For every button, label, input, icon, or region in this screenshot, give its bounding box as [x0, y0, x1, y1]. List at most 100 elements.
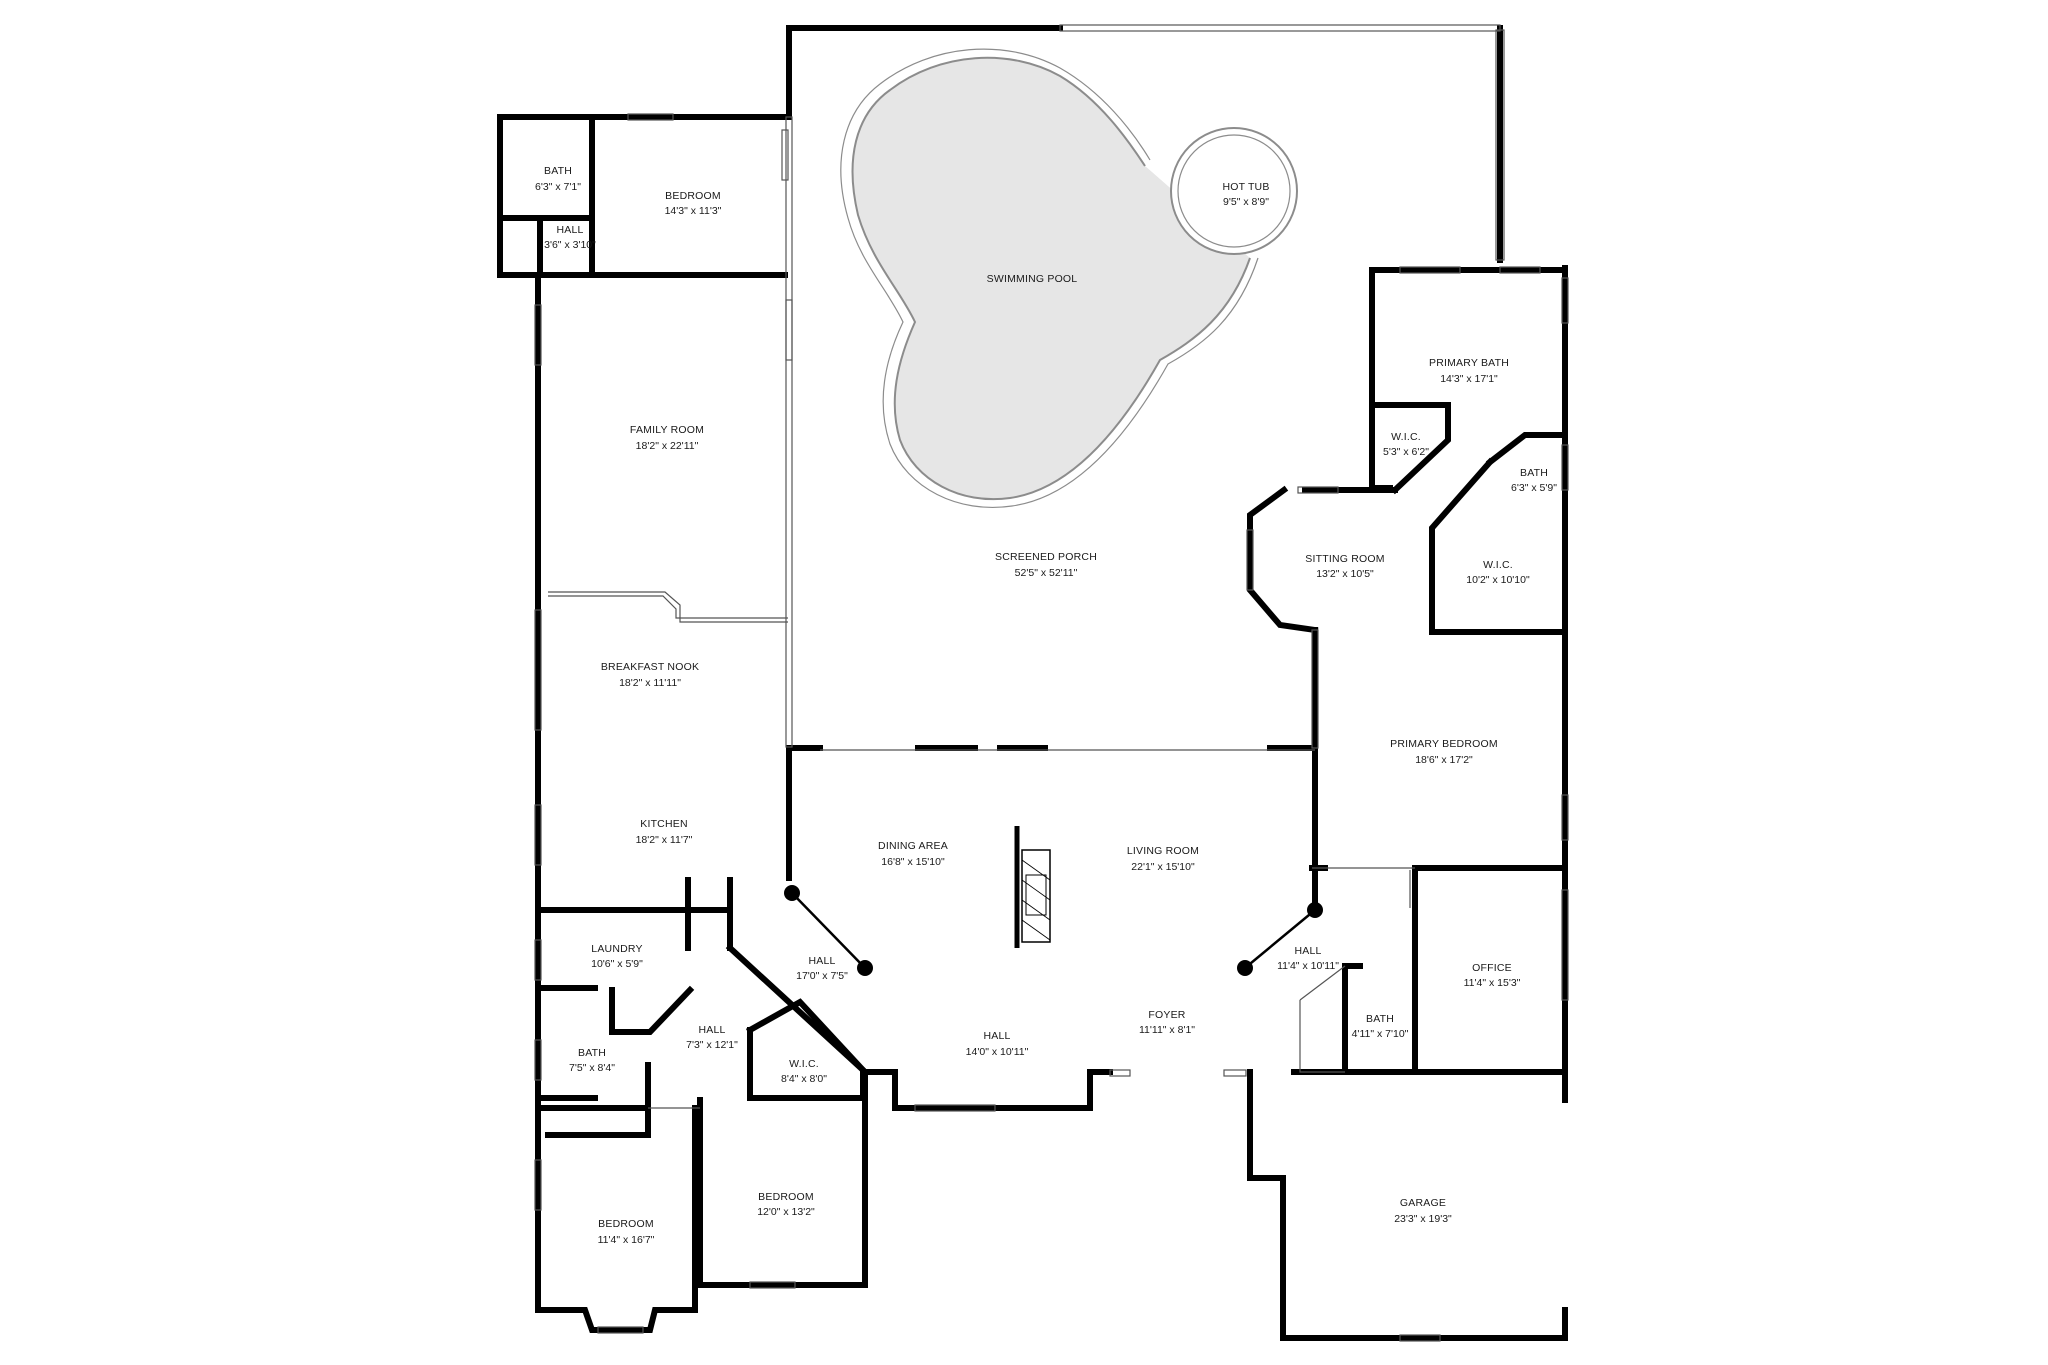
label-wic-w: W.I.C.8'4" x 8'0" [781, 1058, 827, 1085]
svg-text:5'3" x 6'2": 5'3" x 6'2" [1383, 446, 1429, 458]
svg-text:14'3" x 11'3": 14'3" x 11'3" [665, 205, 722, 217]
window-bedroom-sw [534, 1159, 542, 1211]
svg-text:17'0" x 7'5": 17'0" x 7'5" [796, 970, 848, 982]
svg-text:11'11" x 8'1": 11'11" x 8'1" [1139, 1024, 1195, 1036]
label-kitchen: KITCHEN 18'2" x 11'7" [636, 818, 693, 846]
bath-e-thin [1299, 1000, 1345, 1073]
window-primary-bath-top [1399, 266, 1461, 274]
column-4 [1307, 902, 1323, 918]
window-bath-w [534, 1039, 542, 1081]
label-hall-center: HALL 14'0" x 10'11" [966, 1030, 1029, 1058]
svg-text:11'4" x 16'7": 11'4" x 16'7" [598, 1234, 655, 1246]
window-kitchen [534, 804, 542, 866]
svg-text:BATH: BATH [1520, 467, 1548, 479]
wall-bedroom-s [697, 1069, 868, 1288]
svg-text:HOT TUB: HOT TUB [1222, 181, 1269, 193]
label-living-room: LIVING ROOM 22'1" x 15'10" [1127, 845, 1199, 873]
fireplace [1014, 826, 1051, 948]
swimming-pool-shape [851, 56, 1251, 501]
svg-text:BATH: BATH [578, 1047, 606, 1059]
porch-screen-top [1059, 24, 1501, 32]
label-bedroom-s: BEDROOM 12'0" x 13'2" [757, 1191, 815, 1218]
window-family-room-porch [785, 299, 793, 361]
svg-text:HALL: HALL [698, 1024, 725, 1036]
svg-text:4'11" x 7'10": 4'11" x 7'10" [1352, 1028, 1409, 1040]
wall-bedroom-sw-bottom [535, 1105, 698, 1333]
column-1 [784, 885, 800, 901]
wall-garage-west [1247, 1069, 1568, 1341]
window-nw-bedroom-right [781, 129, 789, 181]
wall-wic-w-outer [725, 943, 868, 1075]
svg-text:PRIMARY BATH: PRIMARY BATH [1429, 357, 1509, 369]
window-bath-primary [1561, 444, 1569, 491]
svg-text:7'5" x 8'4": 7'5" x 8'4" [569, 1062, 615, 1074]
label-swimming-pool: SWIMMING POOL [987, 273, 1077, 285]
svg-text:11'4" x 15'3": 11'4" x 15'3" [1464, 977, 1521, 989]
breakfast-nook-counter [548, 591, 788, 623]
label-hall-e: HALL 11'4" x 10'11" [1277, 945, 1339, 972]
walls [497, 25, 1568, 1341]
porch-screen-east [1495, 29, 1505, 261]
wall-nw-suite [497, 114, 788, 278]
svg-text:16'8" x 15'10": 16'8" x 15'10" [881, 856, 945, 868]
svg-text:BEDROOM: BEDROOM [758, 1191, 814, 1203]
svg-text:SCREENED PORCH: SCREENED PORCH [995, 551, 1097, 563]
label-wic-primary: W.I.C.10'2" x 10'10" [1466, 559, 1530, 586]
svg-text:10'6" x 5'9": 10'6" x 5'9" [591, 958, 643, 970]
svg-text:BREAKFAST NOOK: BREAKFAST NOOK [601, 661, 699, 673]
svg-text:11'4" x 10'11": 11'4" x 10'11" [1277, 960, 1339, 972]
label-foyer: FOYER 11'11" x 8'1" [1139, 1009, 1195, 1036]
svg-text:12'0" x 13'2": 12'0" x 13'2" [757, 1206, 815, 1218]
foyer-entry-left [1109, 1069, 1131, 1077]
svg-text:22'1" x 15'10": 22'1" x 15'10" [1131, 861, 1195, 873]
label-breakfast-nook: BREAKFAST NOOK 18'2" x 11'11" [601, 661, 699, 689]
window-primary-bath-east [1561, 277, 1569, 324]
svg-text:7'3" x 12'1": 7'3" x 12'1" [686, 1039, 738, 1051]
svg-text:10'2" x 10'10": 10'2" x 10'10" [1466, 574, 1530, 586]
svg-text:FOYER: FOYER [1148, 1009, 1185, 1021]
window-laundry [534, 939, 542, 981]
label-primary-bath: PRIMARY BATH 14'3" x 17'1" [1429, 357, 1509, 385]
window-office [1561, 889, 1569, 1001]
label-screened-porch: SCREENED PORCH 52'5" x 52'11" [995, 551, 1097, 579]
svg-text:6'3" x 7'1": 6'3" x 7'1" [535, 181, 581, 193]
svg-text:23'3" x 19'3": 23'3" x 19'3" [1394, 1213, 1452, 1225]
svg-text:52'5" x 52'11": 52'5" x 52'11" [1015, 567, 1078, 579]
svg-text:HALL: HALL [983, 1030, 1010, 1042]
svg-text:6'3" x 5'9": 6'3" x 5'9" [1511, 482, 1557, 494]
svg-text:BATH: BATH [1366, 1013, 1394, 1025]
svg-text:18'2" x 22'11": 18'2" x 22'11" [636, 440, 699, 452]
svg-text:GARAGE: GARAGE [1400, 1197, 1446, 1209]
svg-text:LIVING ROOM: LIVING ROOM [1127, 845, 1199, 857]
breakfast-nook-counter-inner [548, 595, 788, 619]
svg-text:13'2" x 10'5": 13'2" x 10'5" [1316, 568, 1374, 580]
svg-text:HALL: HALL [1294, 945, 1321, 957]
pool-group [840, 48, 1298, 508]
svg-text:18'2" x 11'11": 18'2" x 11'11" [619, 677, 681, 689]
hot-tub-inner-edge [1177, 134, 1291, 248]
wall-bath-w-closet [609, 985, 695, 1035]
svg-text:14'3" x 17'1": 14'3" x 17'1" [1440, 373, 1498, 385]
svg-text:18'2" x 11'7": 18'2" x 11'7" [636, 834, 693, 846]
svg-text:KITCHEN: KITCHEN [640, 818, 688, 830]
wall-hall-south [862, 1069, 1113, 1111]
svg-text:BEDROOM: BEDROOM [598, 1218, 654, 1230]
column-3 [1237, 960, 1253, 976]
svg-text:9'5" x 8'9": 9'5" x 8'9" [1223, 196, 1269, 208]
glass-primary-bedroom [1311, 629, 1319, 749]
svg-text:14'0" x 10'11": 14'0" x 10'11" [966, 1046, 1029, 1058]
label-bedroom-sw: BEDROOM 11'4" x 16'7" [598, 1218, 655, 1246]
wall-bath-primary [1485, 432, 1568, 467]
window-garage [1399, 1334, 1441, 1342]
window-sitting-room-west [1246, 529, 1254, 591]
thin-lines [534, 24, 1569, 1342]
